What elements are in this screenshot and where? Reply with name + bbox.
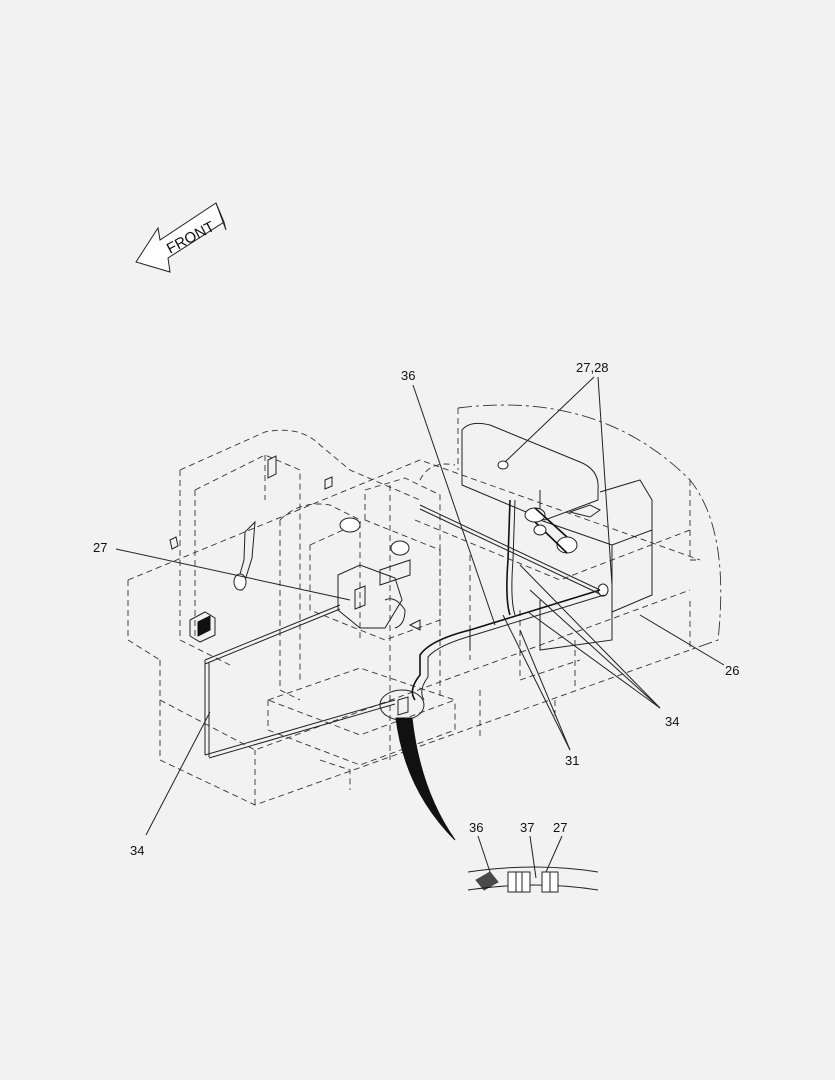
callout-31: 31 (565, 753, 579, 768)
callout-34-right: 34 (665, 714, 679, 729)
callout-36-top: 36 (401, 368, 415, 383)
callout-labels: 36 27,28 27 26 34 31 34 36 37 27 (93, 360, 739, 858)
wire-harness (204, 499, 605, 759)
machine-frame-outline (127, 404, 722, 806)
front-arrow-icon: FRONT (135, 202, 227, 273)
detail-view (467, 866, 599, 893)
callout-34-left: 34 (130, 843, 144, 858)
callout-27-detail: 27 (553, 820, 567, 835)
callout-37-detail: 37 (520, 820, 534, 835)
callout-27-left: 27 (93, 540, 107, 555)
engine-assembly (461, 422, 653, 651)
detail-magnifier (379, 689, 456, 841)
control-console (169, 455, 421, 643)
callout-26: 26 (725, 663, 739, 678)
callout-27-28: 27,28 (576, 360, 609, 375)
leader-lines (115, 376, 725, 879)
callout-36-detail: 36 (469, 820, 483, 835)
